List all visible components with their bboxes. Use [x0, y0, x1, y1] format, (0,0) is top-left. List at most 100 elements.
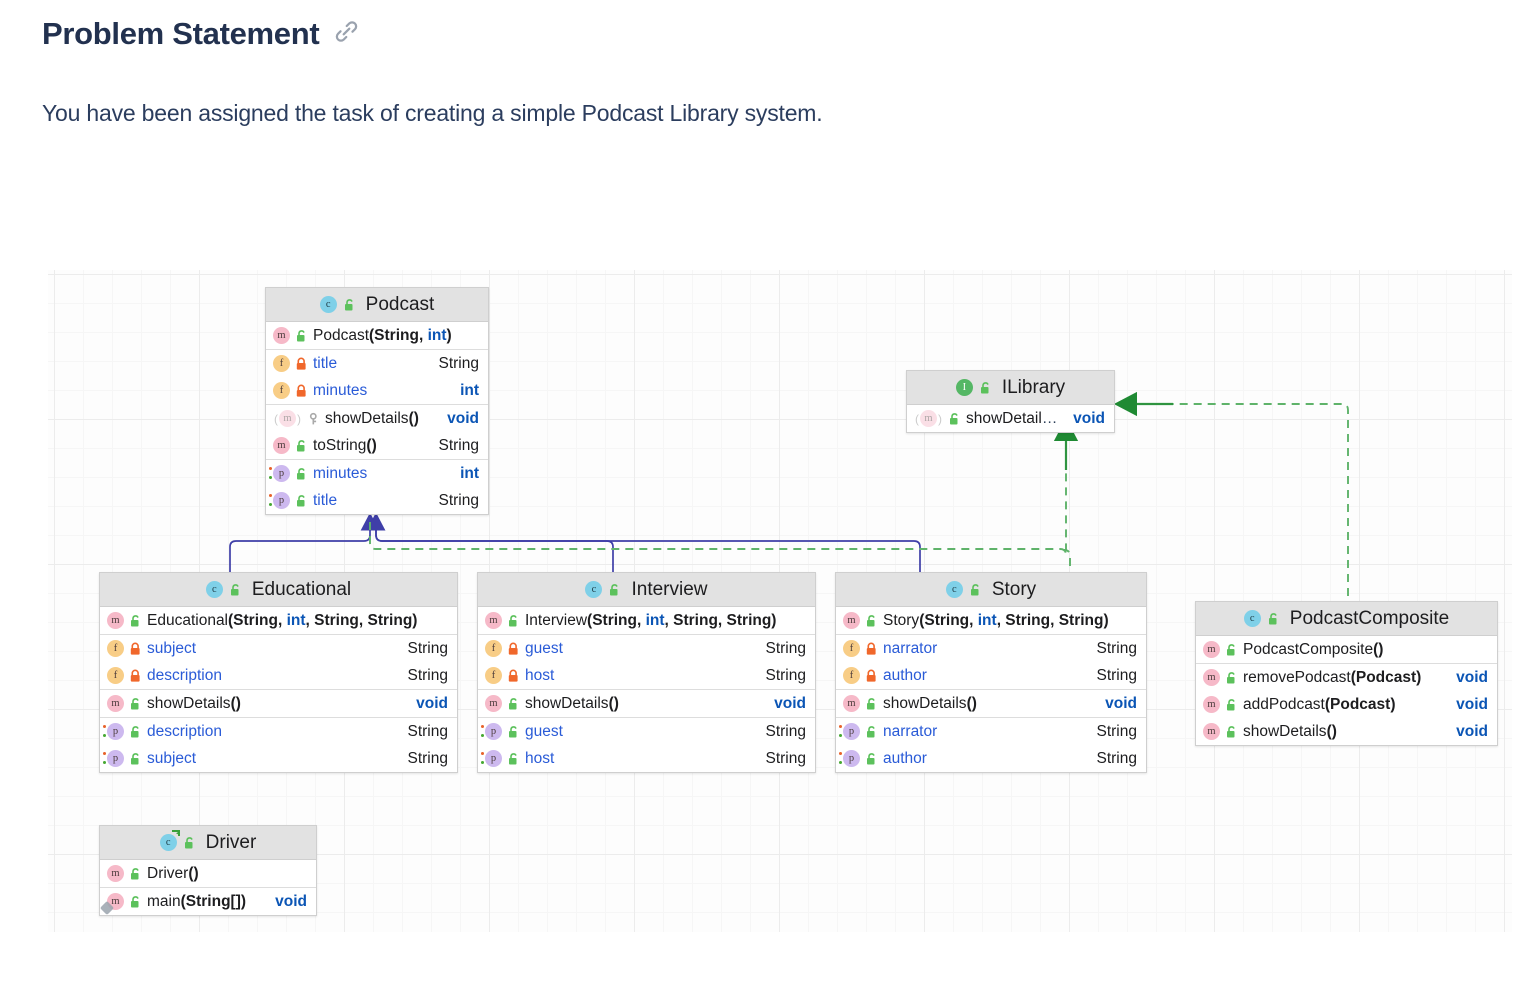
- uml-member-row[interactable]: m Interview(String, int, String, String): [478, 607, 815, 634]
- uml-member-row[interactable]: (m)showDetails()void: [907, 405, 1114, 432]
- runnable-class-icon: c: [159, 830, 180, 851]
- member-signature: narrator: [883, 639, 938, 657]
- member-return-type: void: [774, 694, 806, 712]
- member-return-type: void: [1073, 409, 1105, 427]
- member-signature: guest: [525, 722, 563, 740]
- uml-class-header: c Interview: [478, 573, 815, 607]
- member-signature: showDetails(): [966, 409, 1058, 427]
- class-icon: c: [945, 581, 963, 598]
- unlock-icon: [507, 752, 520, 766]
- method-icon: m: [107, 865, 124, 882]
- member-signature: minutes: [313, 381, 368, 399]
- member-return-type: int: [460, 381, 479, 399]
- unlock-icon: [1267, 612, 1280, 626]
- class-icon: c: [1243, 610, 1261, 627]
- uml-member-row[interactable]: m Driver(): [100, 860, 316, 887]
- member-signature: description: [147, 722, 222, 740]
- member-signature: Story(String, int, String, String): [883, 611, 1109, 629]
- lock-icon: [865, 669, 878, 683]
- method-icon: m: [485, 612, 502, 629]
- uml-class-body: (m)showDetails()void: [907, 405, 1114, 432]
- method-icon: (m): [274, 410, 301, 427]
- member-return-type: String: [438, 436, 480, 454]
- uml-class-body: m Interview(String, int, String, String) f…: [478, 607, 815, 772]
- lock-icon: [507, 669, 520, 683]
- unlock-icon: [1225, 643, 1238, 657]
- link-icon[interactable]: [333, 18, 360, 50]
- uml-member-row[interactable]: (m)showDetails()void: [266, 405, 488, 432]
- relation-edge-layer: [229, 391, 1349, 610]
- unlock-icon: [865, 697, 878, 711]
- member-return-type: String: [407, 639, 449, 657]
- method-icon: m: [1203, 723, 1220, 740]
- unlock-icon: [865, 725, 878, 739]
- member-signature: minutes: [313, 464, 368, 482]
- key-icon: [307, 412, 320, 426]
- uml-member-section: m Driver(): [100, 860, 316, 888]
- member-signature: Driver(): [147, 864, 199, 882]
- method-icon: m: [843, 695, 860, 712]
- unlock-icon: [507, 697, 520, 711]
- unlock-icon: [979, 381, 992, 395]
- lock-icon: [295, 384, 308, 398]
- uml-class-interview[interactable]: c Interview m Interview(String, int, Stri…: [477, 572, 816, 773]
- member-signature: Interview(String, int, String, String): [525, 611, 777, 629]
- uml-class-ilibrary[interactable]: I ILibrary (m)showDetails()void: [906, 370, 1115, 433]
- unlock-icon: [865, 614, 878, 628]
- member-return-type: int: [460, 464, 479, 482]
- member-signature: guest: [525, 639, 563, 657]
- member-return-type: void: [1105, 694, 1137, 712]
- member-return-type: void: [416, 694, 448, 712]
- member-return-type: String: [1096, 722, 1138, 740]
- unlock-icon: [1225, 698, 1238, 712]
- uml-class-header: I ILibrary: [907, 371, 1114, 405]
- field-icon: f: [843, 640, 860, 657]
- property-icon: p: [103, 723, 124, 740]
